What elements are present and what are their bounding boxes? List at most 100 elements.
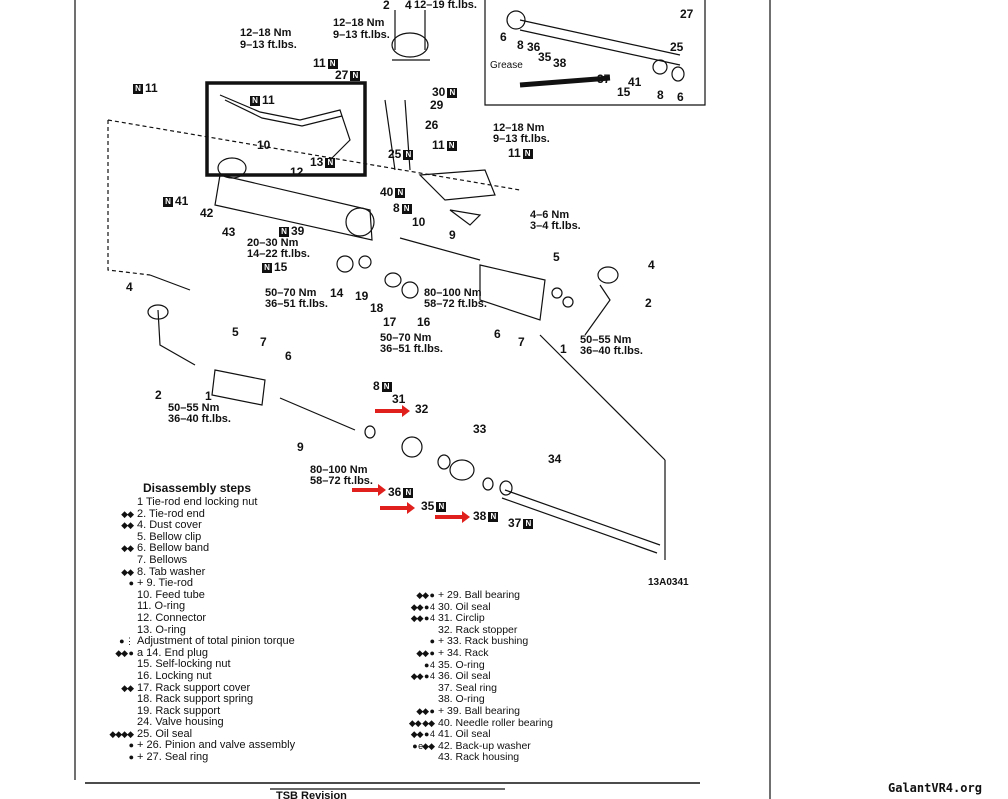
- callout-label: 36–51 ft.lbs.: [380, 344, 443, 355]
- callout-label: 1: [205, 389, 212, 403]
- new-part-badge: N: [401, 203, 412, 214]
- legend-item: 37. Seal ring: [392, 681, 692, 695]
- legend-item: 38. O-ring: [392, 694, 692, 706]
- service-symbol-icon: ◆◆: [121, 520, 134, 531]
- legend-left-list: 1 Tie-rod end locking nut◆◆2. Tie-rod en…: [85, 496, 385, 764]
- callout-text: 41: [175, 194, 189, 208]
- legend-item-text: 13. O-ring: [137, 623, 186, 636]
- legend-item-text: 41. Oil seal: [438, 728, 491, 741]
- callout-label: 8: [657, 88, 664, 102]
- callout-text: 3–4 ft.lbs.: [530, 220, 581, 232]
- callout-label: 43: [222, 226, 235, 238]
- callout-text: 8: [373, 379, 380, 393]
- callout-text: 35: [421, 499, 435, 513]
- callout-label: 36–40 ft.lbs.: [168, 414, 231, 425]
- legend-item: 18. Rack support spring: [85, 693, 385, 706]
- callout-label: 9–13 ft.lbs.: [333, 30, 390, 41]
- rack: [501, 489, 661, 554]
- callout-text: 50–70 Nm: [265, 287, 317, 299]
- callout-text: 12–18 Nm: [493, 122, 545, 134]
- callout-text: 36–40 ft.lbs.: [168, 413, 231, 425]
- callout-text: 11: [145, 81, 158, 95]
- callout-text: 30: [432, 85, 446, 99]
- legend-item: ◆◆ ●+ 39. Ball bearing: [392, 705, 692, 718]
- service-symbol-icon: ◆◆ ◆◆: [408, 717, 435, 728]
- callout-text: 1: [205, 389, 212, 403]
- red-arrow-icon: [380, 502, 415, 514]
- service-symbol-icon: ◆◆ ●: [416, 590, 435, 600]
- callout-text: 26: [425, 118, 439, 132]
- callout-label: 14–22 ft.lbs.: [247, 249, 310, 260]
- callout-text: 42: [200, 206, 214, 220]
- tie-rod-end-right: [584, 284, 611, 336]
- callout-text: 6: [677, 90, 684, 104]
- callout-label: 6: [500, 31, 507, 43]
- callout-text: 12–18 Nm: [333, 17, 385, 29]
- legend-item: ● ⋮Adjustment of total pinion torque: [85, 636, 385, 648]
- callout-label: 36–51 ft.lbs.: [265, 299, 328, 310]
- legend-item: 13. O-ring: [85, 623, 385, 637]
- callout-label: 50–55 Nm: [168, 403, 219, 414]
- callout-text: 15: [274, 260, 288, 274]
- callout-label: 26: [425, 118, 439, 132]
- new-part-badge: N: [279, 226, 289, 237]
- legend-item: ◆◆8. Tab washer: [85, 566, 385, 579]
- service-symbol-icon: ●: [128, 578, 134, 589]
- callout-label: 29: [430, 99, 443, 111]
- callout-label: 19: [355, 289, 369, 303]
- callout-label: 50–70 Nm: [265, 288, 316, 299]
- legend-item: 32. Rack stopper: [392, 624, 692, 637]
- service-symbol-icon: ●: [429, 636, 435, 647]
- callout-label: 8: [517, 39, 524, 51]
- callout-text: 50–70 Nm: [380, 332, 432, 344]
- callout-label: 10: [257, 139, 270, 151]
- legend-item-text: 17. Rack support cover: [137, 681, 251, 694]
- callout-text: 38: [473, 509, 487, 523]
- callout-label: 58–72 ft.lbs.: [310, 476, 373, 487]
- legend-item-text: 1 Tie-rod end locking nut: [137, 496, 258, 508]
- callout-text: 36–40 ft.lbs.: [580, 345, 643, 357]
- legend-item: ● e◆◆42. Back-up washer: [392, 740, 692, 753]
- legend-item: 43. Rack housing: [392, 752, 692, 764]
- legend-item-text: 10. Feed tube: [137, 588, 205, 601]
- callout-label: 12: [290, 166, 303, 178]
- callout-text: 19: [355, 289, 369, 303]
- callout-text: 50–55 Nm: [580, 334, 632, 346]
- tie-rod-end-left: [157, 309, 196, 366]
- legend-item-text: 38. O-ring: [438, 693, 485, 706]
- callout-text: 36: [527, 40, 541, 54]
- legend-item-text: + 9. Tie-rod: [137, 577, 193, 590]
- callout-text: 8: [657, 88, 664, 102]
- callout-text: 27: [335, 68, 349, 82]
- callout-label: 9: [449, 229, 456, 241]
- new-part-badge: N: [163, 196, 173, 207]
- new-part-badge: N: [522, 148, 533, 159]
- callout-text: 20–30 Nm: [247, 237, 299, 249]
- callout-text: 80–100 Nm: [310, 464, 368, 476]
- callout-label: 5: [232, 326, 239, 338]
- tie-rod-left: [279, 397, 356, 431]
- legend-item: 15. Self-locking nut: [85, 659, 385, 671]
- callout-label: 7: [260, 336, 267, 348]
- callout-text: 35: [538, 50, 552, 64]
- legend-item-text: 37. Seal ring: [438, 681, 497, 694]
- legend-title: Disassembly steps: [143, 481, 252, 495]
- callout-text: 2: [155, 388, 162, 402]
- callout-text: 11: [262, 93, 275, 107]
- callout-text: 31: [392, 392, 406, 406]
- callout-label: 32: [415, 403, 428, 415]
- service-symbol-icon: ◆◆ ● 4: [410, 601, 435, 612]
- watermark: GalantVR4.org: [888, 781, 982, 795]
- new-part-badge: N: [262, 262, 272, 273]
- callout-text: 6: [494, 327, 501, 341]
- callout-label: 9–13 ft.lbs.: [493, 134, 550, 145]
- legend-item: ◆◆ ●a 14. End plug: [85, 647, 385, 660]
- new-part-badge: N: [436, 501, 447, 512]
- callout-text: 14–22 ft.lbs.: [247, 248, 310, 260]
